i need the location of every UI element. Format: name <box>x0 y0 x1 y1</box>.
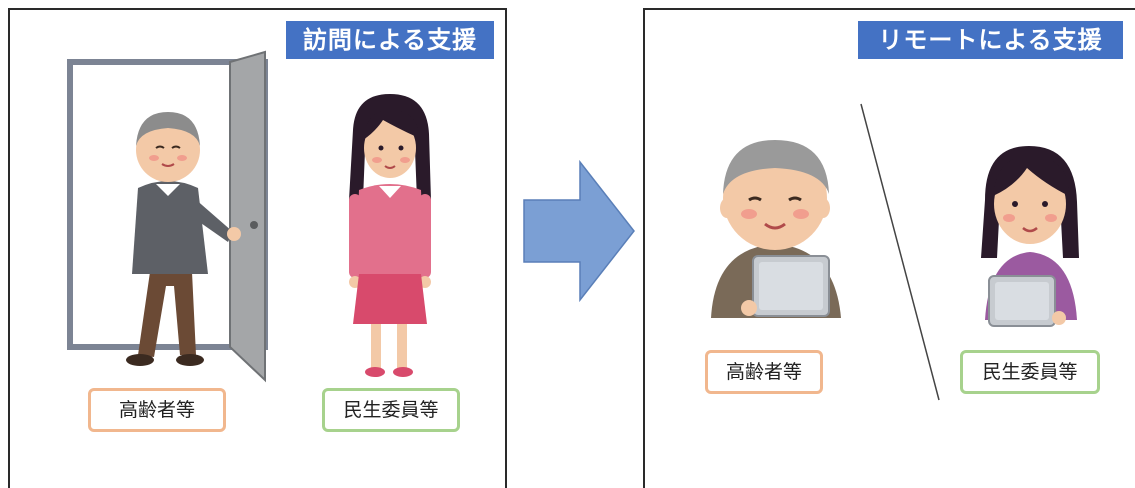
doorway-illustration <box>67 50 268 383</box>
visit-elder-label: 高齢者等 <box>88 388 226 432</box>
visit-volunteer-label: 民生委員等 <box>322 388 460 432</box>
remote-volunteer-label: 民生委員等 <box>960 350 1100 394</box>
visit-support-panel: 訪問による支援 <box>8 8 507 488</box>
elderly-man-figure <box>126 112 241 366</box>
remote-support-title: リモートによる支援 <box>858 21 1123 59</box>
volunteer-woman-tablet-illustration <box>981 146 1079 327</box>
remote-support-panel: リモートによる支援 <box>643 8 1135 488</box>
divider-line <box>860 103 940 401</box>
visit-support-title: 訪問による支援 <box>286 21 494 59</box>
volunteer-woman-illustration <box>349 94 431 377</box>
elderly-man-tablet-illustration <box>711 140 841 318</box>
door-knob <box>250 221 258 229</box>
right-arrow-icon <box>523 160 635 302</box>
remote-elder-label: 高齢者等 <box>705 350 823 394</box>
door <box>229 50 266 383</box>
